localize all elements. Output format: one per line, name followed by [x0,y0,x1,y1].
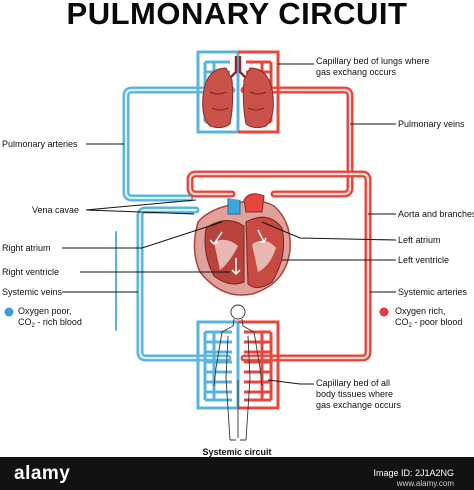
page-title: PULMONARY CIRCUIT [66,0,408,31]
legend-co2-sub-rich: 2 [408,323,412,329]
human-body-icon [213,304,263,441]
label-aorta: Aorta and branches [398,209,474,219]
legend-oxygen-poor: Oxygen poor, CO2 - rich blood [18,306,82,330]
footer-logo: alamy [14,463,71,484]
label-right-ventricle: Right ventricle [2,267,60,277]
heart-icon [193,193,291,296]
red-vessel-loop [186,86,372,362]
legend-co2-sub: 2 [31,323,35,329]
label-vena-cavae: Vena cavae [32,205,80,215]
label-systemic-circuit: Systemic circuit [202,447,272,457]
legend-oxygen-rich-rest: - poor blood [411,317,463,327]
legend-oxygen-poor-rest: - rich blood [34,317,82,327]
legend-blue-dot [4,307,14,317]
blue-vessel-loop [115,86,236,362]
label-right-atrium: Right atrium [2,243,51,253]
label-capillary-lungs: Capillary bed of lungs where gas exchang… [316,56,430,77]
lungs-icon [202,56,274,129]
label-left-ventricle: Left ventricle [398,255,450,265]
label-systemic-arteries: Systemic arteries [398,287,468,297]
label-capillary-body: Capillary bed of all body tissues where … [316,378,402,410]
footer-bar: alamy Image ID: 2J1A2NG www.alamy.com [0,457,474,490]
label-pointer-lines [62,63,397,385]
label-pulmonary-veins: Pulmonary veins [398,119,465,129]
legend-oxygen-poor-line1: Oxygen poor, [18,306,72,316]
legend-co2-rich: CO [395,317,409,327]
legend-red-dot [379,307,389,317]
label-pulmonary-arteries: Pulmonary arteries [2,139,78,149]
legend-oxygen-rich: Oxygen rich, CO2 - poor blood [395,306,462,330]
label-left-atrium: Left atrium [398,235,441,245]
legend-co2: CO [18,317,32,327]
footer-image-id: Image ID: 2J1A2NG [373,468,454,478]
legend-oxygen-rich-line1: Oxygen rich, [395,306,446,316]
footer-site: www.alamy.com [396,479,454,488]
label-systemic-veins: Systemic veins [2,287,63,297]
